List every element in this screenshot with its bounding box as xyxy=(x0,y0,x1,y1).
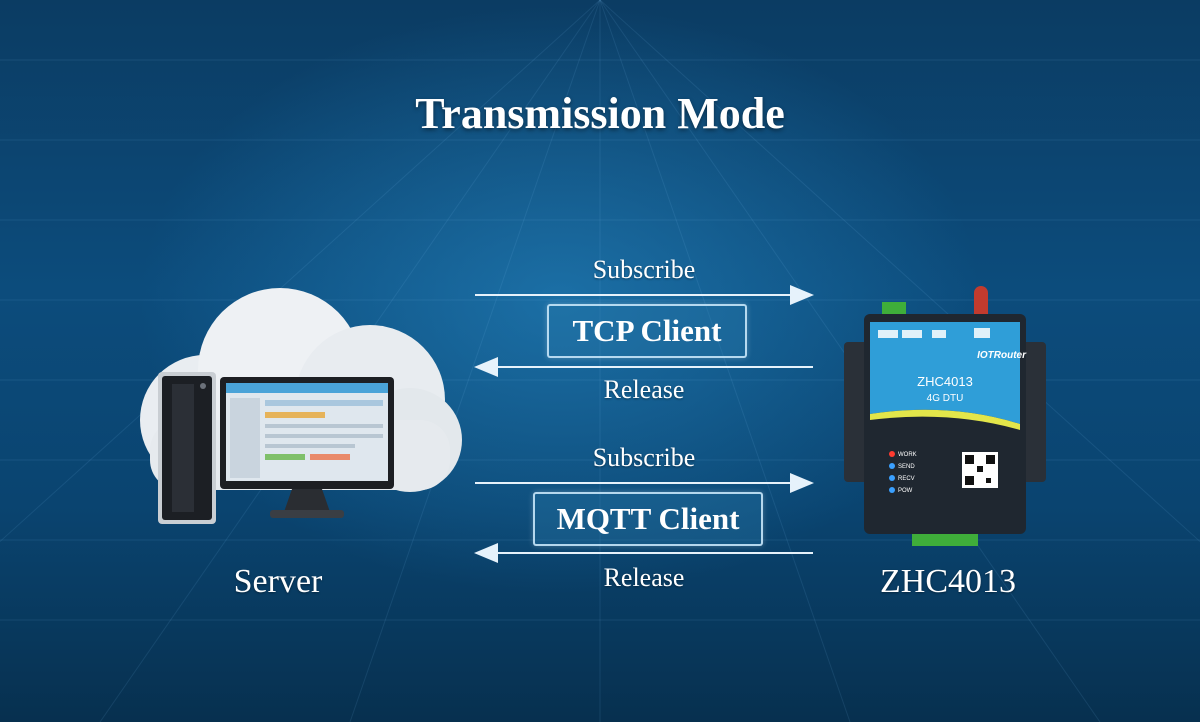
indicator-label-recv: RECV xyxy=(898,476,915,482)
mqtt-subscribe-label: Subscribe xyxy=(592,443,696,472)
qr-code-icon xyxy=(962,452,998,488)
status-led-send xyxy=(889,463,895,469)
terminal-block-bottom xyxy=(912,534,978,546)
indicator-label-pow: POW xyxy=(898,488,913,494)
device-panel xyxy=(870,322,1020,424)
device-model-label: ZHC4013 xyxy=(917,374,973,389)
status-led-recv xyxy=(889,475,895,481)
device-brand-label: IOTRouter xyxy=(977,350,1026,361)
device-accent-stripe xyxy=(870,409,1020,430)
tcp-release-label: Release xyxy=(603,375,685,404)
device-illustration xyxy=(844,286,1046,546)
page-title: Transmission Mode xyxy=(415,89,785,138)
status-led-pow xyxy=(889,487,895,493)
indicator-label-work: WORK xyxy=(898,452,917,458)
device-caption: ZHC4013 xyxy=(880,563,1016,600)
server-caption: Server xyxy=(233,563,323,600)
indicator-label-send: SEND xyxy=(898,464,915,470)
device-type-label: 4G DTU xyxy=(926,393,964,404)
tcp-client-box: TCP Client xyxy=(547,304,747,358)
mqtt-client-box: MQTT Client xyxy=(533,492,763,546)
mqtt-release-label: Release xyxy=(603,563,685,592)
pc-tower-icon xyxy=(158,372,216,524)
tcp-subscribe-label: Subscribe xyxy=(592,255,696,284)
arrow-layer xyxy=(474,285,814,563)
server-illustration xyxy=(140,288,462,524)
indicator-labels: WORK SEND RECV POW xyxy=(898,449,917,497)
status-led-work xyxy=(889,451,895,457)
monitor-icon xyxy=(220,377,394,518)
